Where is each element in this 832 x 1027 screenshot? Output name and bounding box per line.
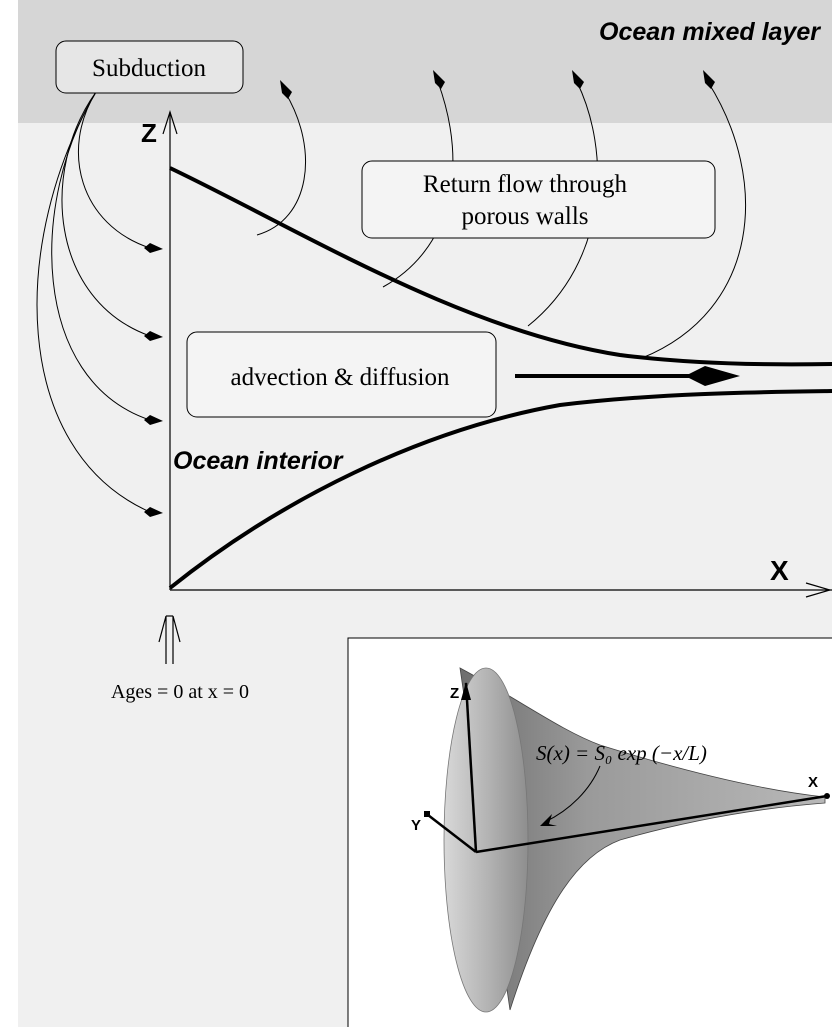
return-flow-arrowheads [280,70,715,99]
interior-label: Ocean interior [173,447,344,475]
inset-y-end-marker [424,811,430,817]
subduction-box: Subduction [55,40,244,94]
advection-arrow [515,366,740,386]
return-flow-label-line2: porous walls [461,203,588,230]
subduction-arrowheads [144,243,163,517]
advection-box: advection & diffusion [186,331,497,418]
subduction-label: Subduction [92,55,206,82]
ages-label: Ages = 0 at x = 0 [111,681,249,703]
inset-z-label: Z [450,685,459,702]
x-axis-label: X [770,555,789,586]
z-axis [162,110,178,590]
inset-z-axis [464,682,478,853]
ages-arrow [158,615,181,664]
upper-wall-curve [169,166,832,367]
return-flow-label-line1: Return flow through [423,171,628,198]
inset-z-arrowhead [461,682,471,700]
inset-x-label: X [808,774,818,791]
subduction-arrows [36,91,151,513]
lower-wall-curve [168,389,832,590]
horn-surface [459,667,826,1011]
inset-formula: S(x) = S₀ exp (−x/L) [536,741,707,765]
inset-figure: Z X Y S(x) = S₀ exp (−x/L) [347,637,832,1027]
inset-y-label: Y [411,817,421,834]
inset-x-axis [475,794,828,854]
formula-pointer-head [540,814,557,826]
mixed-layer-label: Ocean mixed layer [599,18,821,46]
formula-pointer [544,765,601,823]
inset-y-axis [427,814,477,853]
cross-section-disc [443,667,529,1013]
left-margin-strip [0,0,18,1027]
inset-x-end-dot [824,793,830,799]
return-flow-box: Return flow through porous walls [361,160,716,239]
x-axis [170,582,832,598]
advection-label: advection & diffusion [231,364,450,391]
z-axis-label: Z [141,118,157,148]
